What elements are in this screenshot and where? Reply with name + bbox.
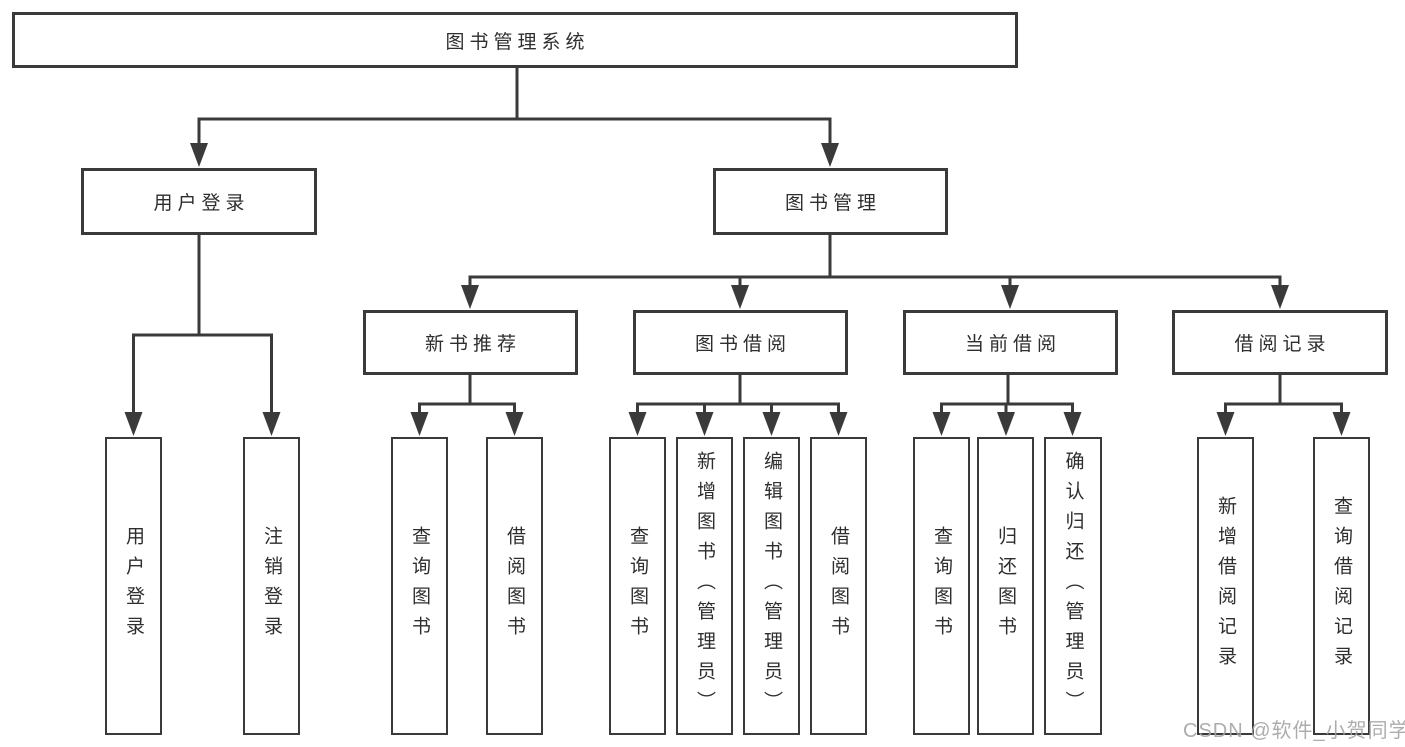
node-user-login: 用户登录 (81, 168, 317, 235)
leaf-confirm-return-admin: 确认归还（管理员） (1044, 437, 1102, 735)
leaf-borrow-books-recommend: 借阅图书 (486, 437, 543, 735)
node-book-borrowing: 图书借阅 (633, 310, 848, 375)
leaf-add-book-admin: 新增图书（管理员） (676, 437, 733, 735)
node-book-management-system: 图书管理系统 (12, 12, 1018, 68)
leaf-return-books: 归还图书 (977, 437, 1034, 735)
leaf-user-login: 用户登录 (105, 437, 162, 735)
leaf-edit-book-admin: 编辑图书（管理员） (743, 437, 800, 735)
watermark-text: CSDN @软件_小贺同学 (1183, 720, 1405, 742)
node-current-borrowing: 当前借阅 (903, 310, 1118, 375)
leaf-query-books-borrowing: 查询图书 (609, 437, 666, 735)
node-book-management: 图书管理 (713, 168, 948, 235)
leaf-query-books-current: 查询图书 (913, 437, 970, 735)
leaf-query-borrow-record: 查询借阅记录 (1313, 437, 1370, 735)
leaf-add-borrow-record: 新增借阅记录 (1197, 437, 1254, 735)
leaf-borrow-books-borrowing: 借阅图书 (810, 437, 867, 735)
leaf-query-books-recommend: 查询图书 (391, 437, 448, 735)
leaf-logout: 注销登录 (243, 437, 300, 735)
node-new-book-recommendation: 新书推荐 (363, 310, 578, 375)
node-borrowing-records: 借阅记录 (1172, 310, 1388, 375)
